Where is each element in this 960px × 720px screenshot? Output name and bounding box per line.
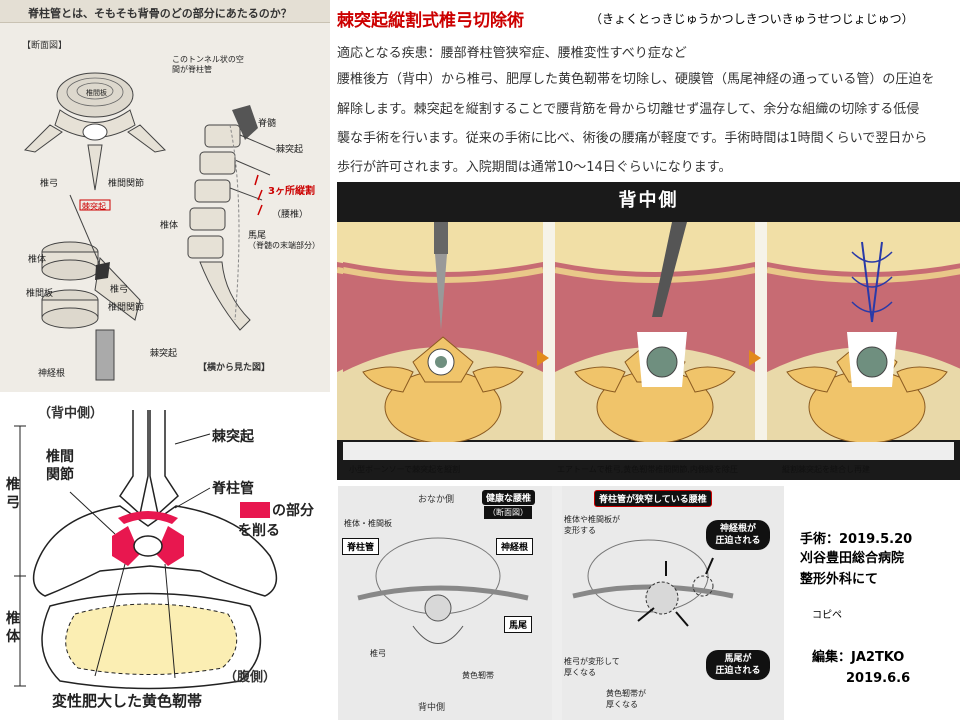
healthy-cauda: 馬尾 [504,616,533,633]
narrow-ligament-thick: 黄色靭帯が 厚くなる [606,689,646,709]
label-spinous-red: 棘突起 [82,202,106,211]
book-heading-text: 脊柱管とは、そもそも背骨のどの部分にあたるのか？ [28,7,292,20]
label-spinous-process: 棘突起 [276,145,304,155]
schematic-spinous: 棘突起 [212,429,254,445]
label-cauda-note: （脊髄の末端部分） [248,241,320,250]
narrow-cauda: 馬尾が 圧迫される [706,650,770,680]
schematic-body: 椎 体 [6,611,20,645]
schematic-panel: （背中側） 椎間 関節 棘突起 脊柱管 椎 弓 の部分 を削る 椎 体 （腹側）… [0,396,332,720]
schematic-lamina: 椎 弓 [6,477,20,511]
healthy-title: 健康な腰椎 [482,490,536,505]
schematic-facet-joint: 椎間 関節 [46,449,74,483]
schematic-remove-1: の部分 [272,503,314,519]
narrow-deformed: 椎体や椎間板が 変形する [564,515,620,535]
surgery-panel-header: 背中側 [618,190,679,211]
caption-step-3: 縦割棘突起を縫合し再建 [782,465,870,474]
section-side-label: 【横から見た図】 [198,363,271,373]
label-vertebral-body: 椎体 [160,221,179,231]
comparison-top-label: おなか側 [418,495,455,505]
department: 整形外科にて [800,572,879,587]
label-disc: 椎間板 [86,89,107,97]
label-tunnel: このトンネル状の空間が脊柱管 [172,55,244,74]
book-drawings [23,72,276,381]
caption-step-2: エアトームで椎弓,黄色靭帯椎間関節,内側縁を除圧 [557,465,738,474]
schematic-belly-side: （腹側） [224,670,277,685]
healthy-subtitle: （断面図） [484,506,532,519]
label-cauda: 馬尾 [248,231,267,241]
healthy-body-disc: 椎体・椎間板 [344,519,392,528]
page-title: 棘突起縦割式椎弓切除術 [337,11,524,31]
description-line-4: 襲な手術を行います。従来の手術に比べ、術後の腰痛が軽度です。手術時間は1時間くら… [337,131,928,146]
label-lamina2: 椎弓 [110,285,129,295]
surgery-date: 手術：2019.5.20 [800,532,913,547]
description-line-5: 歩行が許可されます。入院期間は通常10～14日ぐらいになります。 [337,160,732,175]
section-cross-label: 【断面図】 [22,41,68,51]
healthy-nerve-root: 神経根 [496,538,534,555]
comparison-drawings [357,537,734,644]
label-lumbar: （腰椎） [272,210,309,220]
narrow-lamina-thick: 椎弓が変形して 厚くなる [564,657,620,677]
label-lamina: 椎弓 [40,179,59,189]
label-three-cuts: 3ヶ所縦割 [268,186,315,197]
schematic-drawing [14,410,278,690]
label-facet: 椎間関節 [108,179,145,189]
description-line-3: 解除します。棘突起を縦割することで腰背筋を骨から切離せず温存して、余分な組織の切… [337,102,920,117]
book-heading [0,0,330,23]
narrow-nerve-root: 神経根が 圧迫される [706,520,770,550]
label-spinous2: 棘突起 [150,349,178,359]
comparison-panel: おなか側 健康な腰椎 （断面図） 椎体・椎間板 脊柱管 神経根 馬尾 椎弓 黄色… [338,486,784,720]
schematic-spinal-canal: 脊柱管 [212,481,254,497]
label-disc2: 椎間板 [26,289,54,299]
copy-note: コピペ [812,610,842,621]
label-body2: 椎体 [28,255,47,265]
schematic-remove-2: を削る [238,523,280,539]
editor: 編集：JA2TKO [812,650,905,665]
label-facet2: 椎間関節 [108,303,145,313]
caption-step-1: 小型ボーンソーで棘突起を縦割 [349,465,461,474]
surgery-steps [337,222,960,460]
label-nerve-root: 神経根 [38,369,66,379]
label-spinal-cord: 脊髄 [258,119,277,129]
healthy-ligament: 黄色靭帯 [462,671,494,680]
edit-date: 2019.6.6 [846,671,911,686]
healthy-canal: 脊柱管 [342,538,380,555]
description-line-2: 腰椎後方（背中）から椎弓、肥厚した黄色靭帯を切除し、硬膜管（馬尾神経の通っている… [337,72,935,87]
book-figure: 脊柱管とは、そもそも背骨のどの部分にあたるのか？ 【断面図】 【横から見た図】 [0,0,330,392]
schematic-back-side: （背中側） [38,406,104,421]
description-line-1: 適応となる疾患：腰部脊柱管狭窄症、腰椎変性すべり症など [337,46,687,61]
healthy-lamina: 椎弓 [370,649,386,658]
schematic-ligament: 変性肥大した黄色靭帯 [52,692,203,710]
title-reading: （きょくとっきじゅうかつしきついきゅうせつじょじゅつ） [590,12,914,26]
narrow-title: 脊柱管が狭窄している腰椎 [594,490,712,507]
hospital-name: 刈谷豊田総合病院 [800,551,905,566]
comparison-bottom-label: 背中側 [418,703,446,713]
surgery-panel: 背中側 小型ボーンソー [337,182,960,480]
